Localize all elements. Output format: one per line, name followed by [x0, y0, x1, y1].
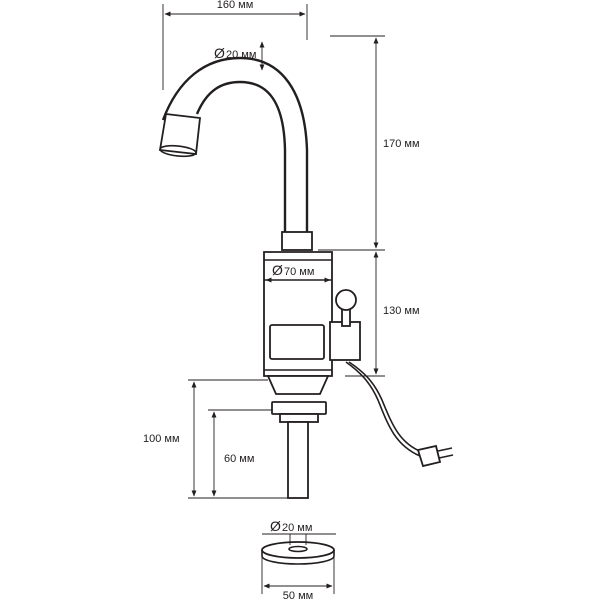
dimension-thread-length: 100 мм [143, 379, 288, 499]
body-diameter-symbol: Ø [272, 262, 283, 278]
spout-collar [281, 231, 313, 251]
power-plug [416, 444, 454, 468]
stem-diameter-symbol: Ø [270, 518, 281, 534]
power-cord [345, 361, 454, 468]
dimension-body-diameter: Ø 70 мм [265, 262, 331, 283]
mounting-washer [261, 541, 335, 565]
washer-diameter-label: 50 мм [283, 590, 313, 600]
spout-height-label: 170 мм [383, 138, 420, 150]
body-height-label: 130 мм [383, 305, 420, 317]
control-lever [329, 289, 361, 361]
dimension-spout-diameter: Ø 20 мм [214, 41, 265, 71]
dimension-body-height: 130 мм [345, 251, 420, 377]
mounting-stem [271, 401, 327, 499]
stem-length-label: 60 мм [224, 453, 254, 465]
total-width-label: 160 мм [217, 0, 254, 11]
body-diameter-label: 70 мм [284, 266, 314, 278]
dimension-spout-height: 170 мм [318, 35, 420, 251]
dimension-washer-diameter: 50 мм [261, 556, 335, 600]
spout-aerator [158, 113, 201, 158]
spout-diameter-symbol: Ø [214, 45, 225, 61]
stem-diameter-label: 20 мм [282, 522, 312, 534]
faucet-spout [158, 56, 309, 232]
dimension-stem-diameter: Ø 20 мм [262, 518, 336, 545]
dimension-total-width: 160 мм [162, 0, 308, 90]
dimension-stem-length: 60 мм [208, 409, 272, 497]
spout-diameter-label: 20 мм [226, 49, 256, 61]
thread-length-label: 100 мм [143, 433, 180, 445]
temperature-display [269, 324, 325, 360]
